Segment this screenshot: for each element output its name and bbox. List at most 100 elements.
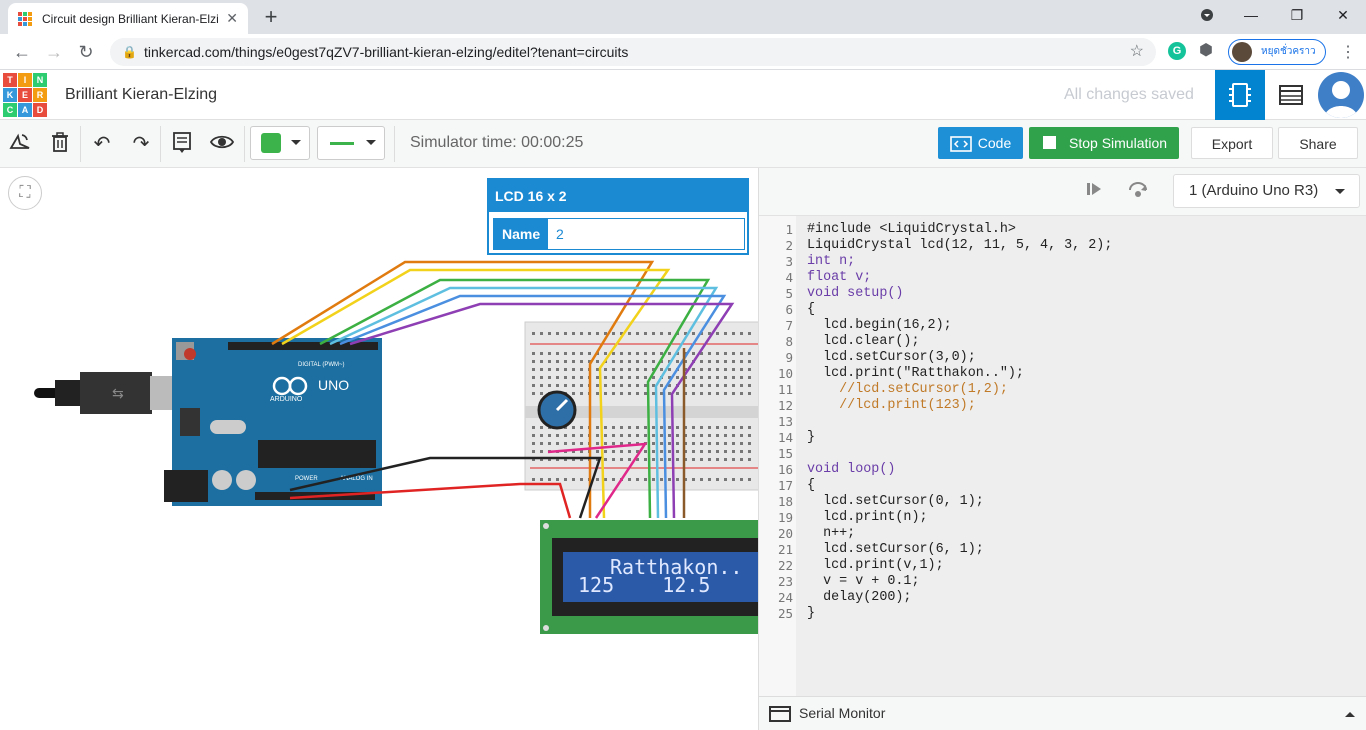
potentiometer — [537, 390, 577, 430]
minimize-icon[interactable]: — — [1244, 7, 1258, 23]
wire-color-dropdown[interactable] — [250, 126, 310, 160]
circuit-canvas[interactable]: ⛶ ⇆ UNO ARDUINO — [0, 168, 758, 730]
close-icon[interactable]: ✕ — [226, 10, 238, 26]
code-line[interactable]: { — [807, 302, 816, 317]
wire-purple — [349, 302, 735, 519]
wire-lightblue — [329, 286, 719, 519]
schematic-view-button[interactable] — [1266, 70, 1316, 120]
code-line[interactable]: void loop() — [807, 462, 896, 477]
code-line[interactable]: lcd.print(n); — [807, 510, 928, 525]
line-number: 22 — [777, 558, 793, 573]
line-number: 4 — [785, 270, 793, 285]
line-number: 20 — [777, 526, 793, 541]
inspector-title: LCD 16 x 2 — [489, 180, 747, 212]
redo-icon[interactable]: ↷ — [132, 133, 150, 155]
code-line[interactable]: v = v + 0.1; — [807, 574, 920, 589]
line-number: 2 — [785, 238, 793, 253]
user-avatar[interactable] — [1318, 72, 1364, 118]
code-button[interactable]: Code — [938, 127, 1023, 159]
fit-view-icon[interactable]: ⛶ — [8, 176, 42, 210]
chevron-down-icon — [291, 140, 301, 150]
reload-icon[interactable]: ↻ — [78, 42, 94, 62]
code-panel-toolbar: 1 (Arduino Uno R3) — [759, 168, 1366, 216]
code-line[interactable]: lcd.print("Ratthakon.."); — [807, 366, 1024, 381]
code-line[interactable]: lcd.setCursor(0, 1); — [807, 494, 984, 509]
trash-icon[interactable] — [46, 130, 74, 158]
simulator-time: Simulator time: 00:00:25 — [410, 134, 584, 151]
code-line[interactable]: lcd.setCursor(6, 1); — [807, 542, 984, 557]
wire-type-dropdown[interactable] — [317, 126, 385, 160]
code-editor[interactable]: #include <LiquidCrystal.h>LiquidCrystal … — [797, 216, 1366, 696]
tinkercad-logo[interactable]: T I N K E R C A D — [3, 73, 47, 117]
menu-icon[interactable]: ⋮ — [1340, 44, 1356, 61]
lcd-line1: Ratthakon.. — [610, 555, 742, 579]
step-icon[interactable] — [1085, 180, 1103, 203]
code-line[interactable]: } — [807, 430, 816, 445]
circuit-view-icon — [1229, 83, 1251, 107]
profile-menu-icon[interactable] — [1184, 0, 1230, 30]
code-line[interactable]: lcd.print(v,1); — [807, 558, 944, 573]
name-input[interactable]: 2 — [556, 226, 564, 242]
line-number: 7 — [785, 318, 793, 333]
share-button[interactable]: Share — [1278, 127, 1358, 159]
uno-label: UNO — [318, 377, 349, 393]
note-icon[interactable] — [168, 130, 196, 158]
chevron-up-icon[interactable] — [1345, 707, 1355, 717]
line-number: 11 — [777, 382, 793, 397]
line-number: 12 — [777, 398, 793, 413]
code-line[interactable]: lcd.clear(); — [807, 334, 920, 349]
serial-monitor-label: Serial Monitor — [799, 705, 886, 721]
stop-simulation-button[interactable]: Stop Simulation — [1029, 127, 1179, 159]
grammarly-icon[interactable]: G — [1168, 42, 1186, 60]
line-number: 3 — [785, 254, 793, 269]
line-number: 15 — [777, 446, 793, 461]
analog-label: ANALOG IN — [340, 476, 373, 482]
digital-label: DIGITAL (PWM~) — [298, 362, 345, 368]
code-line[interactable]: LiquidCrystal lcd(12, 11, 5, 4, 3, 2); — [807, 238, 1113, 253]
maximize-icon[interactable]: ❐ — [1290, 7, 1304, 23]
lcd-line2: 125 12.5 — [578, 573, 710, 597]
export-button[interactable]: Export — [1191, 127, 1273, 159]
url-input[interactable]: 🔒 tinkercad.com/things/e0gest7qZV7-brill… — [110, 38, 1156, 66]
undo-icon[interactable]: ↶ — [93, 133, 111, 155]
line-number: 13 — [777, 414, 793, 429]
serial-monitor-icon — [769, 706, 791, 722]
plus-icon[interactable]: + — [264, 4, 278, 29]
code-line[interactable]: lcd.setCursor(3,0); — [807, 350, 976, 365]
star-icon[interactable]: ☆ — [1129, 43, 1144, 60]
code-line[interactable]: int n; — [807, 254, 856, 269]
browser-tab-strip: Circuit design Brilliant Kieran-Elzi ✕ +… — [0, 0, 1366, 34]
code-line[interactable]: void setup() — [807, 286, 904, 301]
name-label: Name — [494, 219, 548, 249]
code-line[interactable]: //lcd.setCursor(1,2); — [807, 382, 1008, 397]
window-close-icon[interactable]: ✕ — [1337, 7, 1349, 23]
app-header: T I N K E R C A D Brilliant Kieran-Elzin… — [0, 70, 1366, 120]
lcd-module: Ratthakon.. 125 12.5 — [540, 520, 758, 634]
code-line[interactable]: n++; — [807, 526, 856, 541]
code-line[interactable]: #include <LiquidCrystal.h> — [807, 222, 1016, 237]
code-line[interactable]: //lcd.print(123); — [807, 398, 976, 413]
circuit-view-button[interactable] — [1215, 70, 1265, 120]
forward-icon[interactable]: → — [45, 42, 63, 62]
debug-icon[interactable] — [1127, 180, 1149, 203]
device-select[interactable]: 1 (Arduino Uno R3) — [1173, 174, 1360, 208]
browser-tab[interactable]: Circuit design Brilliant Kieran-Elzi ✕ — [8, 3, 248, 34]
name-row: Name 2 — [493, 218, 745, 250]
svg-text:⇆: ⇆ — [112, 386, 124, 402]
eye-icon[interactable] — [208, 130, 236, 158]
serial-monitor-bar[interactable]: Serial Monitor — [759, 696, 1366, 730]
puzzle-icon[interactable]: ⬢ — [1199, 42, 1213, 59]
code-line[interactable]: { — [807, 478, 816, 493]
code-line[interactable]: lcd.begin(16,2); — [807, 318, 952, 333]
project-title[interactable]: Brilliant Kieran-Elzing — [65, 86, 218, 103]
back-icon[interactable]: ← — [13, 42, 31, 62]
wire-style-icon — [330, 142, 354, 145]
code-line[interactable]: float v; — [807, 270, 872, 285]
wire-green — [319, 278, 711, 519]
profile-button[interactable]: หยุดชั่วคราว — [1228, 39, 1326, 65]
wire-yellow — [281, 268, 671, 519]
rotate-icon[interactable] — [6, 130, 34, 158]
code-line[interactable]: } — [807, 606, 816, 621]
code-line[interactable]: delay(200); — [807, 590, 912, 605]
